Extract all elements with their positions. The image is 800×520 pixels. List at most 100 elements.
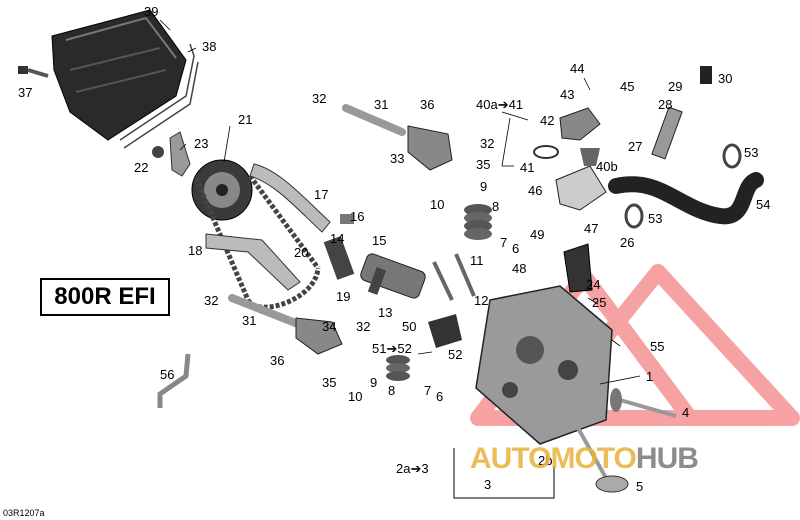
callout-19: 19 [336,289,351,304]
callout-53-bottom: 53 [648,211,663,226]
chain-guide-17 [249,163,331,233]
callout-41: 41 [520,160,535,175]
callout-40b: 40b [596,159,618,174]
callout-1: 1 [646,369,654,384]
bolt-22 [152,146,164,158]
callout-31-top: 31 [374,97,389,112]
callout-27: 27 [628,139,643,154]
callout-40a-41: 40a➔41 [476,97,524,112]
long-bolt-12 [432,261,454,301]
callout-15: 15 [372,233,387,248]
callout-9-top: 9 [480,179,488,194]
callout-18: 18 [188,243,203,258]
callout-35-bottom: 35 [322,375,337,390]
bracket-23 [169,131,191,177]
valve-cover [51,9,187,141]
callout-32-right: 32 [480,136,495,151]
callout-33: 33 [390,151,405,166]
callout-26: 26 [620,235,635,250]
callout-28: 28 [658,97,673,112]
callout-10-top: 10 [430,197,445,212]
valve-5 [576,427,608,479]
callout-39: 39 [144,4,159,19]
reference-code: 03R1207a [3,508,45,518]
callout-45: 45 [620,79,635,94]
valve-spring-bottom [386,355,410,381]
thermostat-cover-46 [555,165,607,211]
chain-guide-18 [205,233,301,291]
actuator-52 [428,314,462,348]
callout-7-bottom: 7 [424,383,432,398]
callout-7-top: 7 [500,235,508,250]
thermostat-40b [580,148,600,166]
valve-5-head [595,475,629,493]
bolt-37 [18,66,49,78]
callout-20: 20 [294,245,309,260]
callout-30: 30 [718,71,733,86]
callout-48: 48 [512,261,527,276]
callout-23: 23 [194,136,209,151]
callout-43: 43 [560,87,575,102]
callout-46: 46 [528,183,543,198]
sensor-assembly [651,66,712,160]
callout-2a-3: 2a➔3 [396,461,429,476]
callout-6-top: 6 [512,241,520,256]
callout-38: 38 [202,39,217,54]
callout-8-bottom: 8 [388,383,396,398]
callout-32-mid: 32 [356,319,371,334]
callout-11: 11 [470,253,484,268]
callout-36-bottom: 36 [270,353,285,368]
watermark-part1: AUTOMOTO [470,442,637,475]
rocker-shaft-top [342,104,406,136]
callout-36-top: 36 [420,97,435,112]
callout-53-top: 53 [744,145,759,160]
callout-6-bottom: 6 [436,389,444,404]
rocker-arm-top [407,125,453,171]
watermark-text: AUTOMOTOHUB [470,442,699,476]
cam-sprocket [191,159,253,221]
callout-9-bottom: 9 [370,375,378,390]
callout-25: 25 [592,295,607,310]
callout-14: 14 [330,231,345,246]
callout-44: 44 [570,61,585,76]
clamp-53-top [722,143,742,169]
coolant-hose [608,172,764,225]
model-label-box: 800R EFI [40,278,170,316]
callout-3: 3 [484,477,492,492]
model-label: 800R EFI [54,283,156,310]
long-bolt-11 [454,253,476,297]
rocker-arm-bottom [295,317,343,355]
clamp-53-bottom [624,203,644,229]
rocker-shaft-bottom [228,294,302,328]
callout-50: 50 [402,319,417,334]
o-ring-41 [533,145,559,159]
watermark-part2: HUB [635,442,699,475]
callout-51-52: 51➔52 [372,341,412,356]
callout-34: 34 [322,319,337,334]
callout-21: 21 [238,112,253,127]
callout-31-bottom: 31 [242,313,257,328]
callout-35-top: 35 [476,157,491,172]
callout-13: 13 [378,305,393,320]
callout-37: 37 [18,85,33,100]
valve-spring-top [464,204,492,240]
oil-housing-24 [563,243,593,293]
callout-52: 52 [448,347,463,362]
callout-32-top: 32 [312,91,327,106]
thermostat-housing [559,107,601,141]
valve-4 [619,398,677,418]
callout-49: 49 [530,227,545,242]
callout-22: 22 [134,160,149,175]
callout-4: 4 [682,405,690,420]
callout-24: 24 [586,277,601,292]
camshaft [360,253,426,299]
callout-32-left: 32 [204,293,219,308]
callout-10-bottom: 10 [348,389,363,404]
bracket-3 [453,448,555,499]
callout-29: 29 [668,79,683,94]
callout-2b: 2b [538,453,553,468]
callout-5: 5 [636,479,644,494]
callout-17: 17 [314,187,329,202]
callout-16: 16 [350,209,365,224]
